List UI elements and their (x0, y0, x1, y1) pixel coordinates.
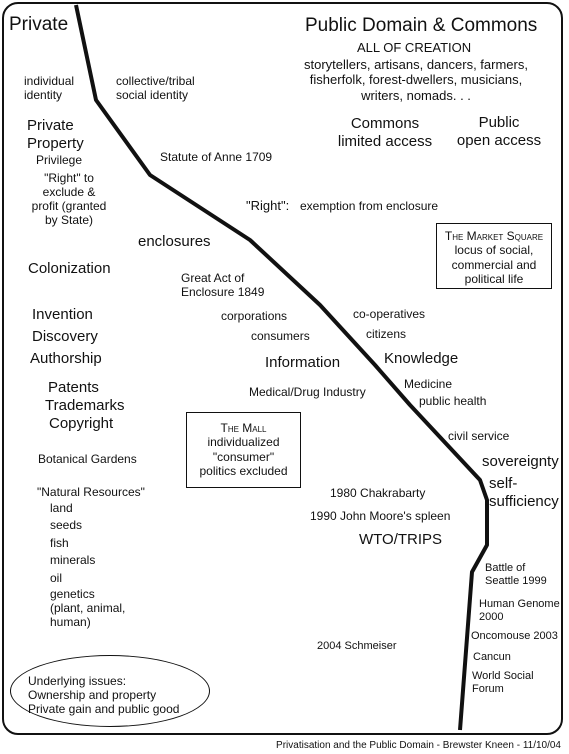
underlying-issues-ellipse (10, 655, 210, 727)
statute-of-anne: Statute of Anne 1709 (160, 150, 273, 164)
consumers: consumers (251, 329, 310, 343)
sovereignty: sovereignty (482, 453, 559, 470)
co-operatives: co-operatives (353, 307, 426, 321)
underlying-issues-text: Underlying issues: Ownership and propert… (28, 674, 180, 717)
colonization: Colonization (28, 260, 111, 277)
resources-list: land seeds fish minerals oil (50, 501, 96, 585)
corporations: corporations (221, 309, 288, 323)
cancun: Cancun (473, 651, 511, 663)
information: Information (265, 354, 341, 371)
footer-credit: Privatisation and the Public Domain - Br… (276, 740, 561, 751)
botanical-gardens: Botanical Gardens (38, 452, 137, 466)
schmeiser-2004: 2004 Schmeiser (317, 640, 397, 652)
medicine: Medicine (404, 377, 453, 391)
peoples-list: storytellers, artisans, dancers, farmers… (304, 57, 528, 103)
knowledge: Knowledge (384, 350, 459, 367)
invention: Invention (32, 306, 93, 323)
self-sufficiency: self-sufficiency (489, 475, 559, 510)
exemption-from-enclosure: exemption from enclosure (300, 199, 439, 213)
heading-public-domain: Public Domain & Commons (305, 15, 538, 36)
heading-all-of-creation: ALL OF CREATION (357, 40, 472, 55)
civil-service: civil service (448, 429, 510, 443)
right-label: "Right": (246, 198, 290, 213)
heading-private: Private (9, 14, 69, 35)
privilege: Privilege (36, 153, 83, 167)
diagram-frame (2, 2, 563, 735)
medical-drug-industry: Medical/Drug Industry (249, 385, 366, 399)
authorship: Authorship (30, 350, 102, 367)
enclosures: enclosures (138, 233, 211, 250)
mall-box: The Mall individualized "consumer" polit… (186, 412, 301, 488)
public-health: public health (419, 394, 487, 408)
right-to-exclude: "Right" to exclude & profit (granted by … (31, 171, 107, 228)
citizens: citizens (366, 327, 407, 341)
oncomouse-2003: Oncomouse 2003 (471, 630, 558, 642)
market-square-box: The Market Square locus of social, comme… (436, 223, 552, 289)
patents: Patents (48, 379, 99, 396)
natural-resources: "Natural Resources" (37, 485, 145, 499)
discovery: Discovery (32, 328, 98, 345)
wto-trips: WTO/TRIPS (359, 531, 443, 548)
john-moore-spleen: 1990 John Moore's spleen (310, 509, 451, 523)
genetics: genetics (plant, animal, human) (50, 587, 126, 630)
trademarks: Trademarks (45, 397, 125, 414)
copyright: Copyright (49, 415, 114, 432)
chakrabarty-1980: 1980 Chakrabarty (330, 486, 426, 500)
